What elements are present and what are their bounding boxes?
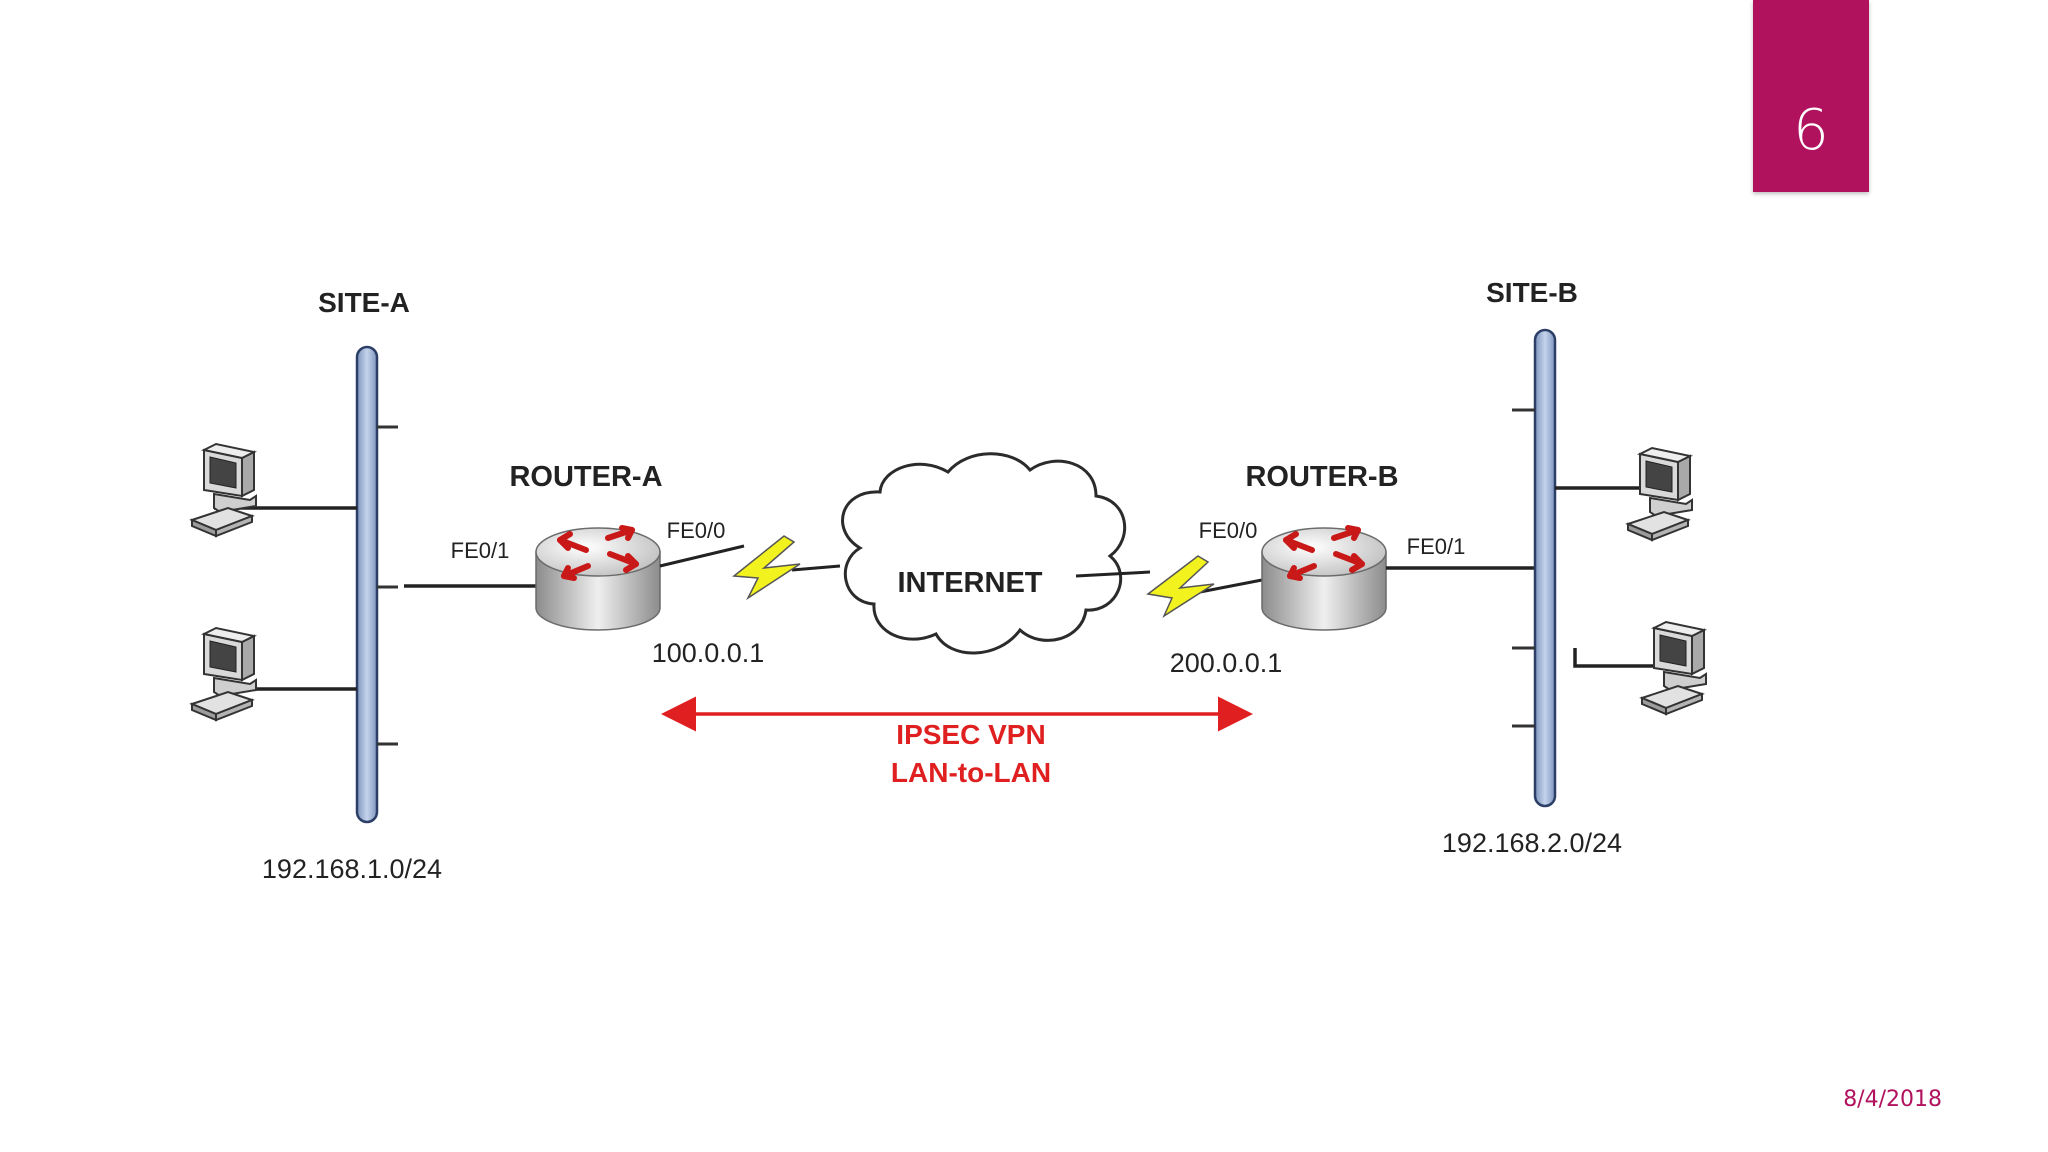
router-a-icon [536,528,660,630]
vpn-label-line2: LAN-to-LAN [891,757,1051,788]
site-b-bus-taps [1512,408,1535,728]
lightning-b-icon [1146,555,1215,618]
slide-number: 6 [1793,98,1829,163]
router-b-lan-port: FE0/1 [1407,534,1466,559]
router-b-wan-port: FE0/0 [1199,518,1258,543]
site-b-pc-2-icon [1641,621,1707,715]
footer-date: 8/4/2018 [1843,1087,1942,1112]
site-b-title: SITE-B [1486,277,1578,308]
router-b-wan-ip: 200.0.0.1 [1170,648,1283,678]
site-a-title: SITE-A [318,287,410,318]
slide-number-box: 6 [1753,0,1869,192]
site-a-lan-bus [355,345,379,824]
site-b-pc2-link [1573,648,1664,668]
router-b-name: ROUTER-B [1245,461,1398,493]
router-a-name: ROUTER-A [509,461,662,493]
router-a-lan-port: FE0/1 [451,538,510,563]
site-b-subnet: 192.168.2.0/24 [1442,828,1622,858]
site-a-bus-taps [377,425,398,746]
router-a-wan-port: FE0/0 [667,518,726,543]
site-a-subnet: 192.168.1.0/24 [262,854,442,884]
router-a-wan-ip: 100.0.0.1 [652,638,765,668]
wan-link-a [659,535,841,601]
site-b-lan-bus [1533,328,1557,808]
lightning-a-icon [732,535,801,601]
router-b-icon [1262,528,1386,630]
site-a-pc-1-icon [191,443,257,537]
wan-link-b [1075,555,1263,618]
site-b-pc-1-icon [1627,447,1693,541]
vpn-label-line1: IPSEC VPN [896,719,1045,750]
site-a-pc-2-icon [191,627,257,721]
internet-cloud-icon [841,452,1127,655]
internet-label: INTERNET [898,567,1043,599]
